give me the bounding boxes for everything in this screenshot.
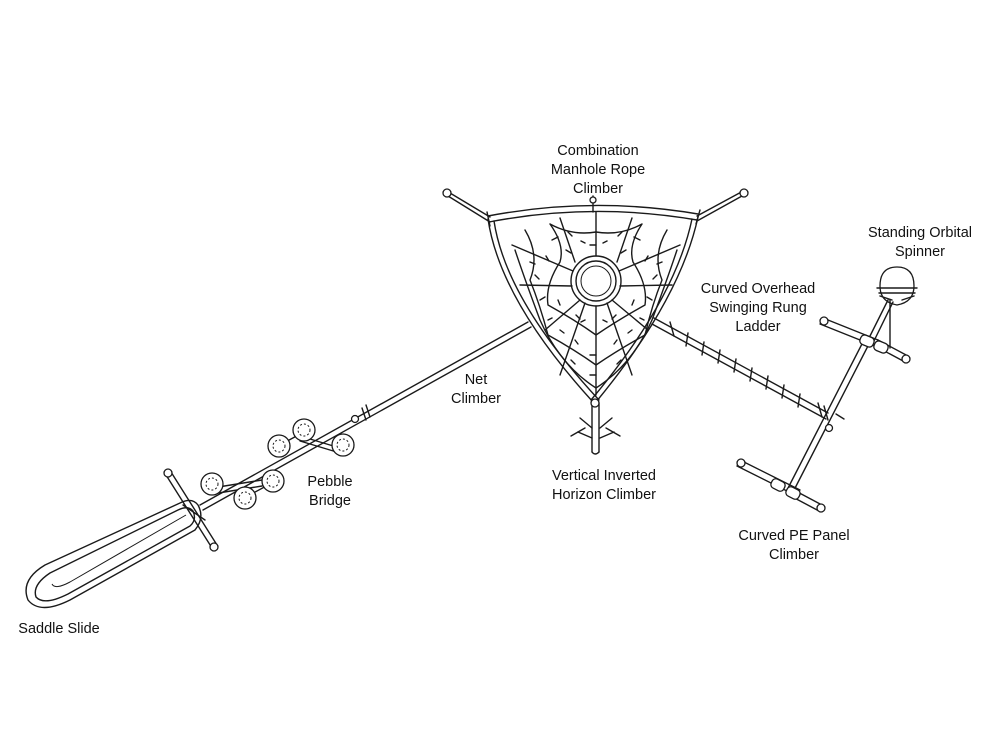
label-line: Climber bbox=[769, 547, 819, 563]
label-line: Net bbox=[464, 372, 488, 388]
label-line: Climber bbox=[451, 391, 501, 407]
label-line: Climber bbox=[573, 181, 623, 197]
label-line: Vertical Inverted bbox=[552, 468, 656, 484]
label-curved-overhead-swinging-rung-ladder: Curved Overhead Swinging Rung Ladder bbox=[690, 280, 826, 337]
saddle-slide bbox=[25, 468, 219, 609]
orbital-spinner bbox=[819, 266, 918, 364]
label-line: Swinging Rung bbox=[709, 300, 807, 316]
label-line: Curved Overhead bbox=[700, 281, 816, 297]
label-line: Combination bbox=[557, 143, 639, 159]
pebble-stepping-stones bbox=[200, 418, 355, 510]
right-beam bbox=[785, 339, 871, 495]
pe-panel-climber bbox=[736, 458, 826, 513]
label-combination-manhole-rope-climber: Combination Manhole Rope Climber bbox=[538, 142, 658, 199]
label-line: Ladder bbox=[735, 319, 781, 335]
label-vertical-inverted-horizon-climber: Vertical Inverted Horizon Climber bbox=[536, 467, 672, 505]
label-line: Saddle Slide bbox=[18, 621, 100, 637]
label-net-climber: Net Climber bbox=[436, 371, 516, 409]
label-curved-pe-panel-climber: Curved PE Panel Climber bbox=[728, 527, 860, 565]
label-line: Pebble bbox=[307, 474, 353, 490]
label-saddle-slide: Saddle Slide bbox=[4, 620, 114, 639]
label-pebble-bridge: Pebble Bridge bbox=[300, 473, 360, 511]
main-diagonal-beam bbox=[199, 321, 532, 511]
label-line: Horizon Climber bbox=[552, 487, 656, 503]
rope-net bbox=[511, 211, 681, 396]
label-standing-orbital-spinner: Standing Orbital Spinner bbox=[855, 224, 985, 262]
label-line: Spinner bbox=[895, 244, 945, 260]
label-line: Curved PE Panel bbox=[738, 528, 850, 544]
label-line: Bridge bbox=[309, 493, 351, 509]
label-line: Manhole Rope bbox=[550, 162, 646, 178]
rung-ladder bbox=[651, 317, 829, 421]
pebble-bridge bbox=[200, 418, 355, 510]
label-line: Standing Orbital bbox=[868, 225, 972, 241]
